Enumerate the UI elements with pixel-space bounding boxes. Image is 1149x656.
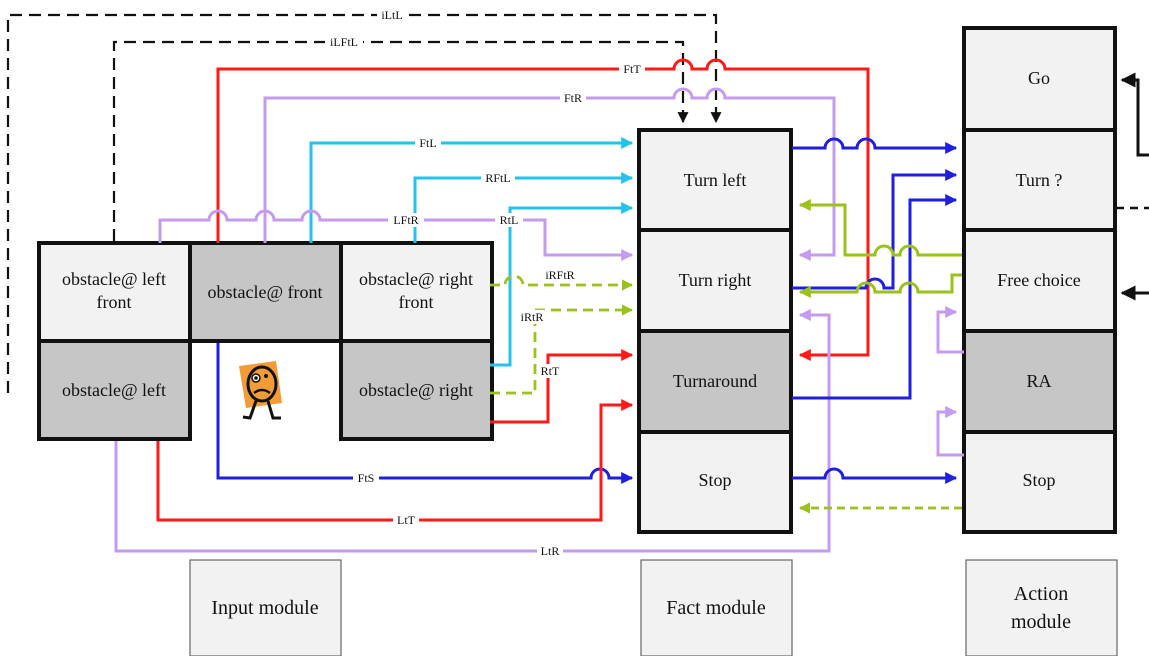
edge-turn-right-to-turn [792,169,958,290]
label-FtS: FtS [358,471,375,485]
input-cell-front: obstacle@ front [188,241,343,343]
edge-free-choice-to-turn-left [798,199,962,257]
edge-LtT [156,399,634,522]
fact-cell-stop-label: Stop [698,470,731,490]
fact-module-caption: Fact module [640,559,793,656]
edge-RtL [490,202,634,367]
edge-iLFtL [112,40,689,241]
fact-cell-turn-left: Turn left [637,128,793,232]
input-module-caption: Input module [189,559,342,656]
label-FtT: FtT [623,62,641,76]
action-module-label-line2: module [1011,611,1071,633]
label-iRtR: iRtR [521,310,544,324]
input-cell-right-label: obstacle@ right [359,380,473,400]
fact-cell-turn-right-label: Turn right [679,270,752,290]
edge-FtS [216,343,634,484]
edge-ra-loop-free-choice [936,306,964,354]
action-cell-turn-label: Turn ? [1016,170,1063,190]
fact-cell-turnaround-label: Turnaround [673,371,757,391]
action-module-label-line1: Action [1014,583,1068,605]
input-cell-left-front-line1: obstacle@ left [62,269,166,289]
action-cell-free-choice: Free choice [962,228,1117,333]
fact-cell-stop: Stop [637,430,793,534]
edge-RFtL [413,172,634,243]
fact-cell-turn-left-label: Turn left [684,170,747,190]
edge-stop-loop-ra [936,406,964,457]
input-cell-left: obstacle@ left [37,339,192,441]
label-iLtL: iLtL [381,8,402,22]
fact-cell-turnaround: Turnaround [637,329,793,434]
action-module: Go Turn ? Free choice RA Stop [962,26,1117,534]
action-cell-turn: Turn ? [962,128,1117,232]
label-RtL: RtL [500,213,519,227]
label-FtR: FtR [564,91,582,105]
label-RFtL: RFtL [485,171,510,185]
action-cell-ra: RA [962,329,1117,434]
input-cell-right: obstacle@ right [339,339,494,441]
edge-iRtR [490,304,634,395]
edge-LFtR [158,209,634,261]
robot-face-icon [239,361,282,420]
edge-turn-left-to-turn [792,137,958,154]
label-RtT: RtT [541,364,560,378]
input-cell-left-front-line2: front [97,292,132,312]
edge-FtR [263,87,836,261]
input-cell-right-front-line2: front [399,292,434,312]
label-LtR: LtR [541,544,560,558]
input-cell-right-front: obstacle@ right front [339,241,494,343]
input-module-label: Input module [211,597,318,619]
input-cell-front-label: obstacle@ front [207,282,322,302]
edge-LtR [114,309,831,553]
fact-module: Turn left Turn right Turnaround Stop [637,128,793,534]
edge-labels: iLtL iLFtL FtT FtR FtL RFtL LFtR RtL iRF… [325,8,645,558]
label-iLFtL: iLFtL [330,35,358,49]
action-cell-go-label: Go [1028,68,1050,88]
input-module: obstacle@ left front obstacle@ front obs… [37,241,494,441]
action-cell-go: Go [962,26,1117,132]
edge-iRFtR [490,274,634,291]
label-FtL: FtL [419,136,436,150]
input-cell-left-front: obstacle@ left front [37,241,192,343]
action-module-caption: Action module [965,559,1118,656]
action-cell-free-choice-label: Free choice [997,270,1080,290]
input-cell-right-front-line1: obstacle@ right [359,269,473,289]
edge-go-feedback [1120,72,1149,157]
fact-module-label: Fact module [666,597,766,619]
edge-iLtL [6,13,722,393]
action-cell-stop: Stop [962,430,1117,534]
label-LtT: LtT [397,513,416,527]
label-iRFtR: iRFtR [545,268,574,282]
edge-FtL [309,137,634,243]
edge-free-choice-to-turn-right [798,273,962,298]
edge-stop-to-stop [792,467,958,484]
edge-turnaround-to-turn [792,194,958,400]
action-cell-stop-label: Stop [1022,470,1055,490]
input-cell-left-label: obstacle@ left [62,380,166,400]
edge-FtT [216,58,870,361]
action-cell-ra-label: RA [1026,371,1051,391]
fact-cell-turn-right: Turn right [637,228,793,333]
label-LFtR: LFtR [393,213,418,227]
edge-RtT [490,349,634,424]
